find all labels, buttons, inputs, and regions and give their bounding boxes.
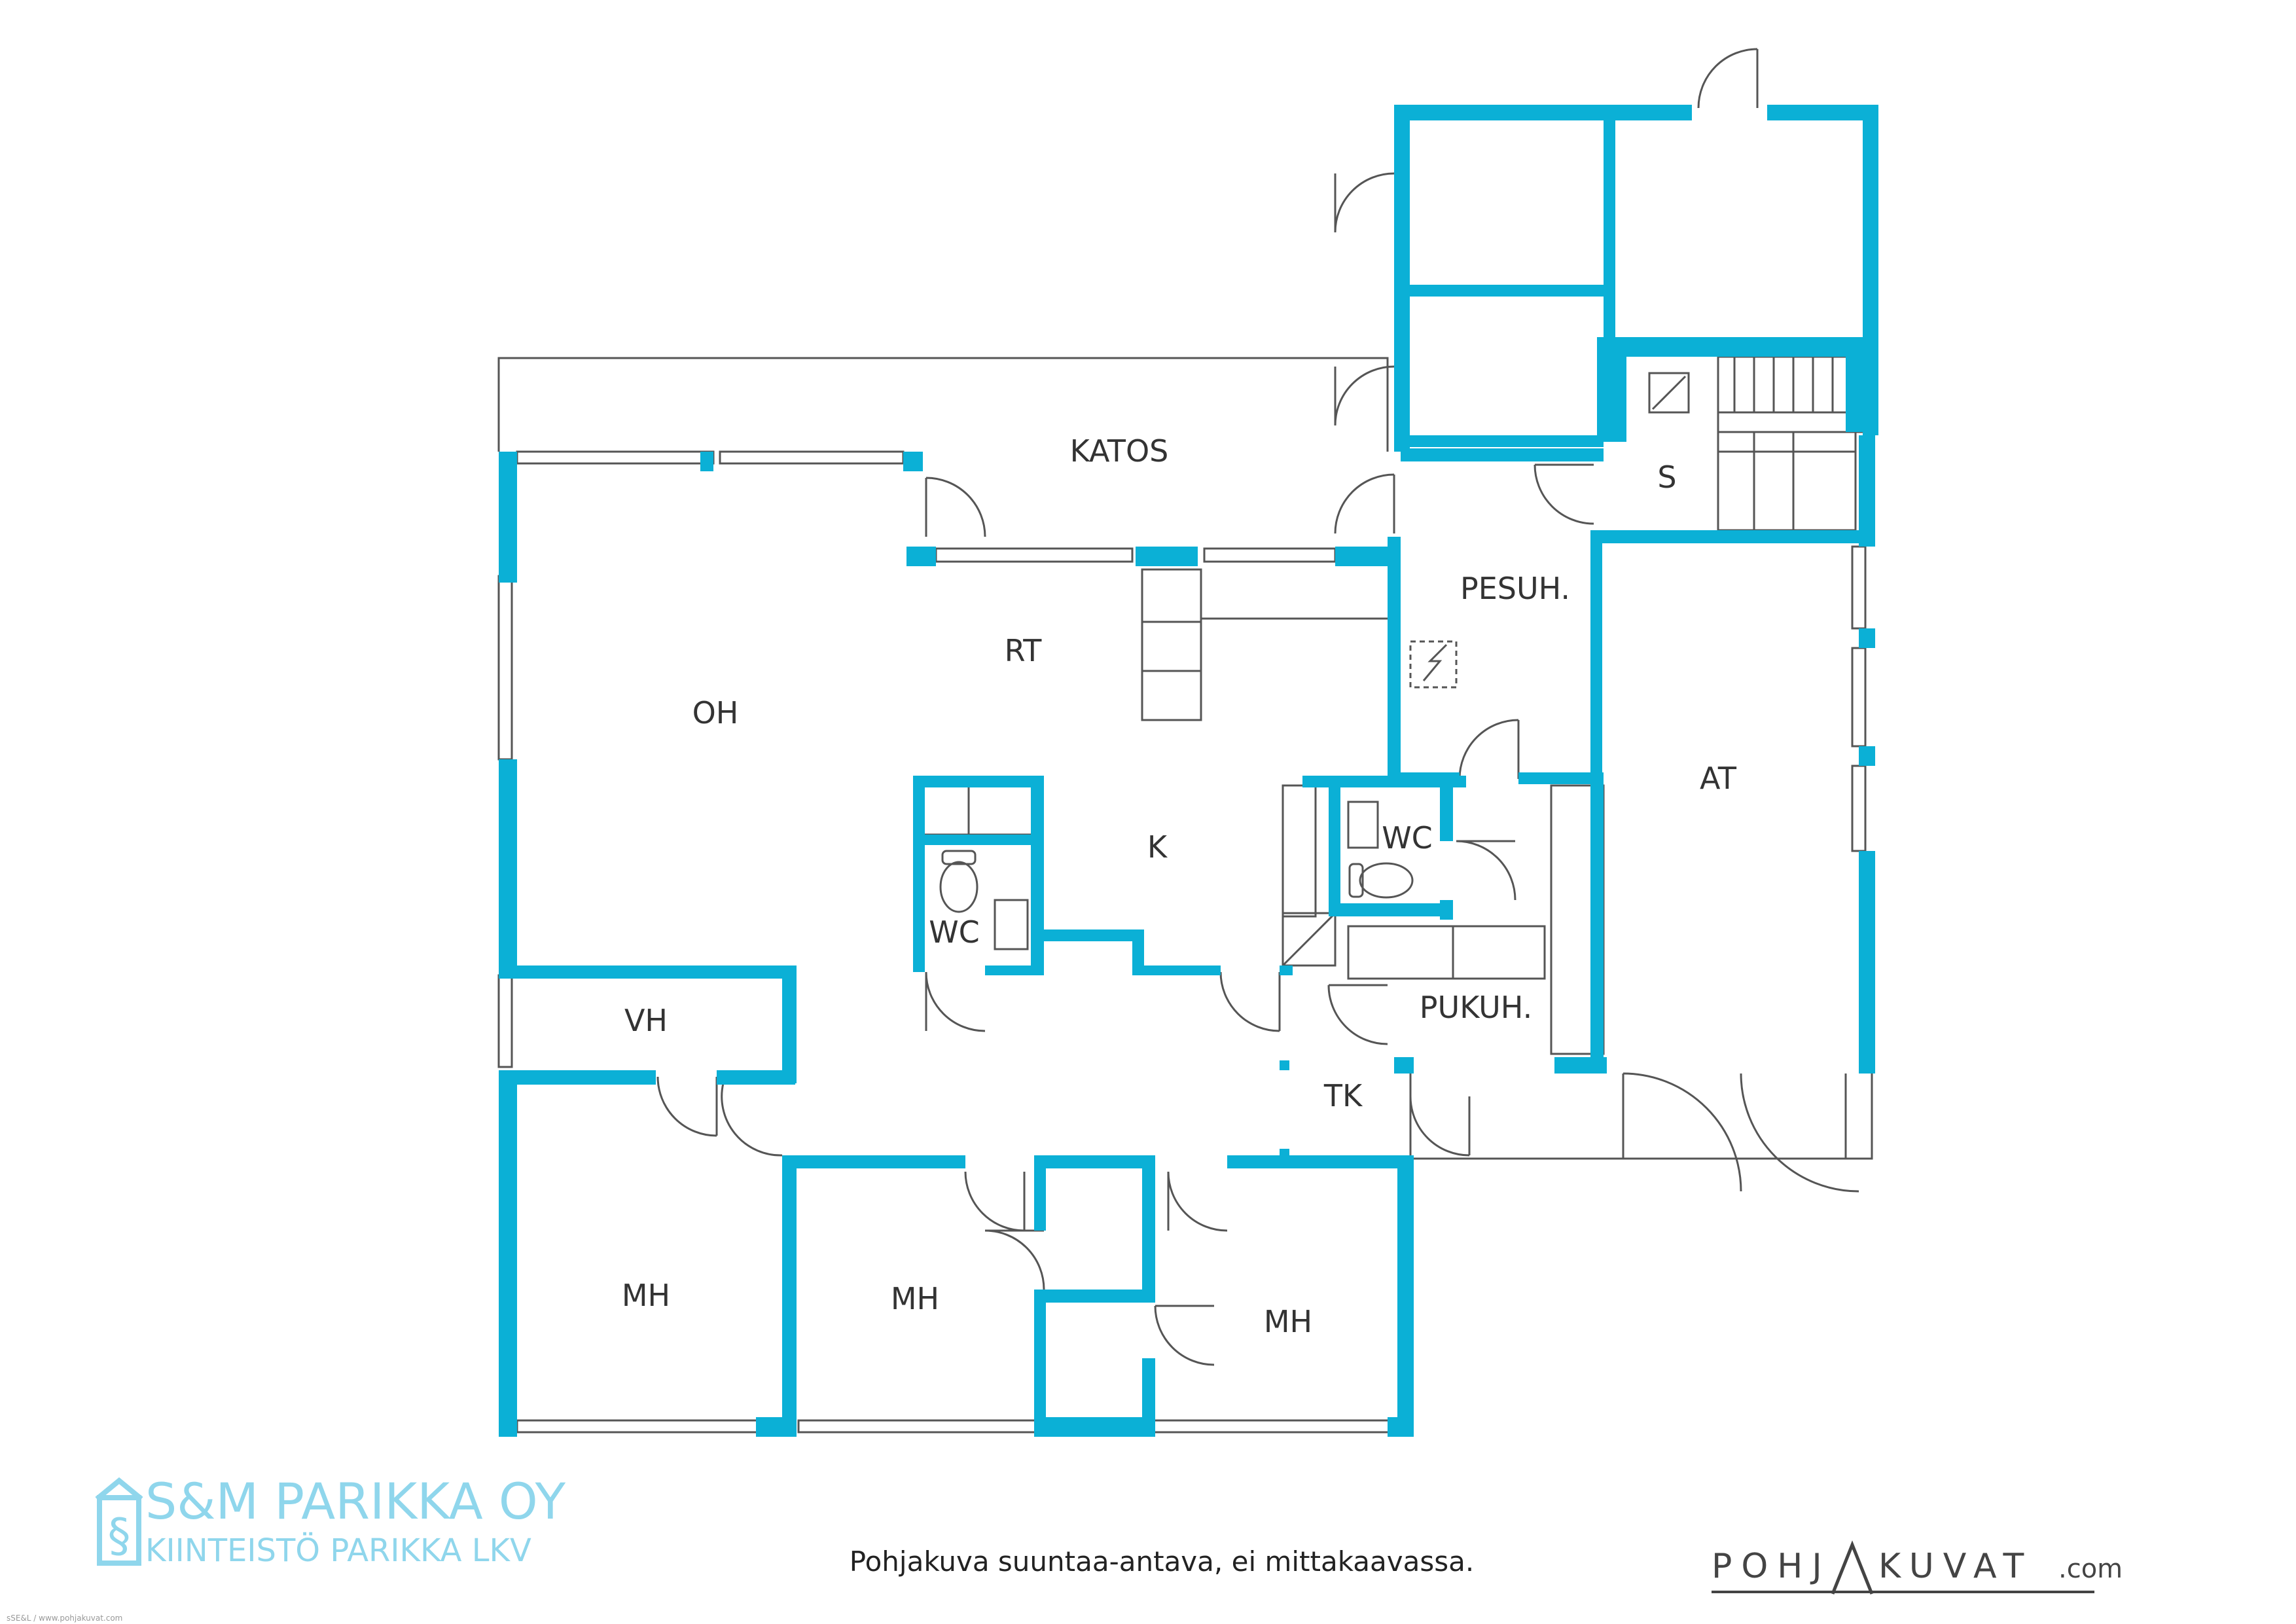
room-label-katos: KATOS bbox=[1070, 433, 1169, 469]
door-swing-k bbox=[1219, 971, 1280, 1032]
room-label-s: S bbox=[1657, 460, 1676, 495]
toilet-right-tank bbox=[1348, 863, 1364, 898]
door-swing-entry bbox=[1409, 1096, 1470, 1157]
agency-logo-subtitle: KIINTEISTÖ PARIKKA LKV bbox=[145, 1532, 531, 1569]
door-swing-pukuh bbox=[1327, 984, 1388, 1045]
door-swing-north bbox=[1697, 48, 1758, 109]
room-label-oh: OH bbox=[692, 695, 739, 731]
room-label-mh-2: MH bbox=[891, 1281, 939, 1316]
door-swing-wc-right bbox=[1456, 840, 1516, 901]
room-label-pesuh: PESUH. bbox=[1460, 571, 1570, 606]
room-label-tk: TK bbox=[1323, 1078, 1363, 1113]
house-paragraph-icon: § bbox=[95, 1477, 143, 1566]
door-swing-katos-top bbox=[1334, 172, 1395, 233]
kitchen-island bbox=[1141, 568, 1202, 721]
room-label-vh: VH bbox=[624, 1003, 668, 1038]
door-swing-mh1 bbox=[721, 1083, 783, 1157]
room-label-mh-1: MH bbox=[622, 1278, 670, 1313]
door-swing-katos-mid bbox=[1334, 365, 1395, 426]
window-oh-north bbox=[516, 450, 715, 465]
toilet-right-bowl bbox=[1359, 862, 1414, 899]
door-swing-at-2 bbox=[1740, 1073, 1859, 1193]
agency-logo: § S&M PARIKKA OY KIINTEISTÖ PARIKKA LKV bbox=[95, 1472, 566, 1569]
window-at-east-2 bbox=[1851, 647, 1867, 748]
door-swing-s bbox=[1534, 464, 1594, 525]
room-label-rt: RT bbox=[1005, 633, 1043, 668]
pukuh-closet bbox=[1452, 925, 1546, 980]
sink-right bbox=[1347, 801, 1379, 849]
thin-lines bbox=[497, 48, 1873, 1434]
room-label-wc-left: WC bbox=[929, 914, 980, 950]
disclaimer-caption: Pohjakuva suuntaa-antava, ei mittakaavas… bbox=[850, 1545, 1474, 1578]
door-swing-katos-low bbox=[1334, 473, 1395, 534]
sink-left bbox=[994, 899, 1029, 950]
window-vh-west bbox=[497, 974, 513, 1068]
door-swing-at-1 bbox=[1623, 1072, 1742, 1192]
window-rt-2 bbox=[1203, 547, 1336, 563]
window-mh1-south bbox=[516, 1419, 761, 1434]
walls bbox=[499, 105, 1878, 1437]
shower-zigzag bbox=[1422, 643, 1448, 681]
toilet-left-tank bbox=[941, 850, 977, 865]
door-swing-vh bbox=[656, 1076, 717, 1137]
room-label-wc-right: WC bbox=[1382, 820, 1433, 856]
tk-closet bbox=[1347, 925, 1454, 980]
window-oh-north-2 bbox=[719, 450, 905, 465]
sauna-bench bbox=[1717, 355, 1857, 532]
window-at-east-1 bbox=[1851, 545, 1867, 630]
sauna-stove bbox=[1648, 372, 1690, 414]
brand-logo-suffix: .com bbox=[2058, 1554, 2123, 1584]
kitchen-cabinet-box bbox=[1282, 912, 1336, 967]
canopy-outline bbox=[497, 357, 1389, 452]
door-swing-oh bbox=[925, 477, 986, 537]
window-mh2-south bbox=[797, 1419, 1042, 1434]
brand-logo-right: KUVAT bbox=[1878, 1547, 2033, 1586]
shower-symbol bbox=[1409, 640, 1458, 689]
room-labels: KATOS RT OH K WC WC VH MH MH MH TK PUKUH… bbox=[622, 433, 1737, 1339]
window-oh-west bbox=[497, 575, 513, 761]
door-swing-closet bbox=[984, 1229, 1045, 1290]
toilet-left-bowl bbox=[939, 861, 978, 913]
kitchen-cabinets bbox=[1282, 784, 1317, 918]
door-swing-wc-left bbox=[925, 971, 986, 1032]
door-swing-mh2 bbox=[964, 1171, 1025, 1232]
brand-logo: POHJ KUVAT .com bbox=[1712, 1540, 2123, 1595]
door-swing-small-closet bbox=[1154, 1305, 1215, 1366]
room-label-k: K bbox=[1147, 829, 1168, 865]
room-label-pukuh: PUKUH. bbox=[1420, 990, 1532, 1025]
svg-text:§: § bbox=[108, 1509, 131, 1562]
window-mh3-south bbox=[1151, 1419, 1395, 1434]
watermark: sSE&L / www.pohjakuvat.com bbox=[7, 1614, 122, 1623]
door-swing-pesuh bbox=[1458, 719, 1519, 780]
room-label-mh-3: MH bbox=[1264, 1304, 1312, 1339]
brand-logo-left: POHJ bbox=[1712, 1547, 1831, 1586]
cabinet-left bbox=[918, 781, 1039, 836]
window-rt-1 bbox=[935, 547, 1134, 563]
terrace-outline bbox=[1409, 1074, 1873, 1160]
agency-logo-name: S&M PARIKKA OY bbox=[145, 1472, 566, 1530]
door-swing-mh3 bbox=[1167, 1171, 1228, 1232]
brand-logo-swoosh bbox=[1831, 1540, 1874, 1595]
room-label-at: AT bbox=[1700, 761, 1737, 796]
window-at-east-3 bbox=[1851, 765, 1867, 852]
